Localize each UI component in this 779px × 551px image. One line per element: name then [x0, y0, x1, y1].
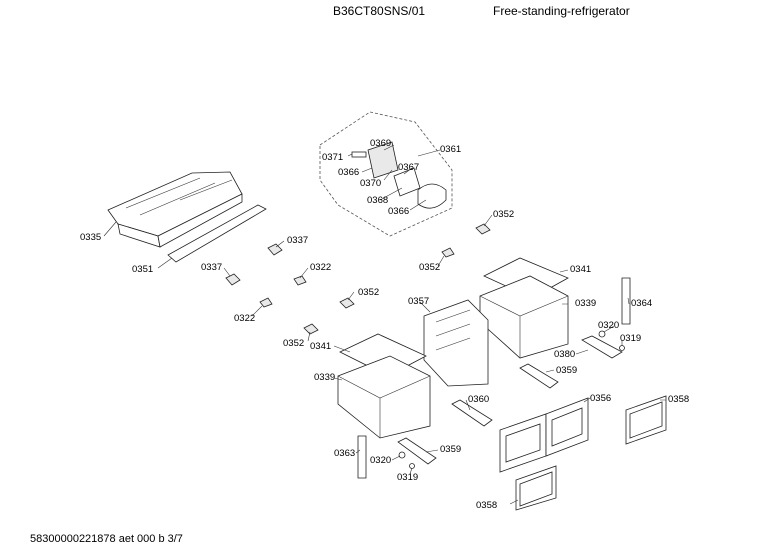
label-0352: 0352 — [419, 262, 440, 273]
label-0363: 0363 — [334, 448, 355, 459]
model-number: B36CT80SNS/01 — [333, 4, 426, 18]
part-0358-panel-b — [515, 465, 557, 511]
label-0337: 0337 — [287, 235, 308, 246]
label-0352: 0352 — [358, 287, 379, 298]
label-0356: 0356 — [590, 393, 611, 404]
label-0337: 0337 — [201, 262, 222, 273]
leader-lines — [103, 144, 666, 505]
part-0352-clip-d — [303, 323, 319, 335]
label-0319: 0319 — [397, 472, 418, 483]
label-0364: 0364 — [631, 298, 652, 309]
part-0319-pin-b — [409, 463, 415, 469]
label-0369: 0369 — [370, 138, 391, 149]
label-0366: 0366 — [338, 167, 359, 178]
part-0380-rail — [581, 335, 623, 359]
part-0335-top-cover — [107, 171, 243, 248]
label-0339: 0339 — [575, 298, 596, 309]
part-0352-clip-a — [475, 223, 491, 235]
label-0352: 0352 — [283, 338, 304, 349]
part-0359-rail-b — [397, 437, 437, 465]
part-0369-module — [367, 141, 399, 179]
label-0380: 0380 — [554, 349, 575, 360]
part-0322-clip-a — [293, 275, 307, 286]
label-0360: 0360 — [468, 394, 489, 405]
label-0366: 0366 — [388, 206, 409, 217]
label-0367: 0367 — [398, 162, 419, 173]
part-0359-rail-a — [519, 363, 559, 389]
kit-boundary — [319, 111, 453, 237]
label-0351: 0351 — [132, 264, 153, 275]
part-0357-frame — [423, 299, 489, 387]
part-0356-front-frame — [499, 397, 589, 473]
part-0320-roller-a — [598, 330, 606, 338]
label-0319: 0319 — [620, 333, 641, 344]
part-0337-clip-b — [225, 273, 241, 286]
label-0341: 0341 — [310, 341, 331, 352]
part-0322-clip-b — [259, 297, 273, 308]
label-0320: 0320 — [598, 320, 619, 331]
label-0341: 0341 — [570, 264, 591, 275]
part-0363-rail — [357, 435, 367, 479]
part-0366-cover — [417, 183, 447, 209]
label-0352: 0352 — [493, 209, 514, 220]
label-0322: 0322 — [234, 313, 255, 324]
label-0320: 0320 — [370, 455, 391, 466]
appliance-description: Free-standing-refrigerator — [493, 4, 630, 18]
part-0360-rail — [451, 399, 493, 427]
part-0351-strip — [167, 204, 267, 263]
label-0371: 0371 — [322, 152, 343, 163]
label-0359: 0359 — [556, 365, 577, 376]
part-0358-panel-a — [625, 395, 667, 445]
part-0352-clip-c — [339, 297, 355, 309]
label-0335: 0335 — [80, 232, 101, 243]
label-0361: 0361 — [440, 144, 461, 155]
label-0357: 0357 — [408, 296, 429, 307]
part-0339-drawer-upper — [479, 275, 569, 359]
label-0358: 0358 — [668, 394, 689, 405]
label-0368: 0368 — [367, 195, 388, 206]
part-0364-rail — [621, 277, 631, 325]
part-0337-clip-a — [267, 243, 283, 256]
label-0359: 0359 — [440, 444, 461, 455]
part-0319-pin-a — [619, 345, 625, 351]
label-0339: 0339 — [314, 372, 335, 383]
part-0352-clip-b — [441, 247, 455, 258]
label-0322: 0322 — [310, 262, 331, 273]
part-0371 — [351, 151, 367, 158]
label-0370: 0370 — [360, 178, 381, 189]
label-0358: 0358 — [476, 500, 497, 511]
part-0320-roller-b — [398, 451, 406, 459]
part-0339-drawer-lower — [337, 355, 431, 439]
document-reference: 58300000221878 aet 000 b 3/7 — [30, 533, 183, 545]
